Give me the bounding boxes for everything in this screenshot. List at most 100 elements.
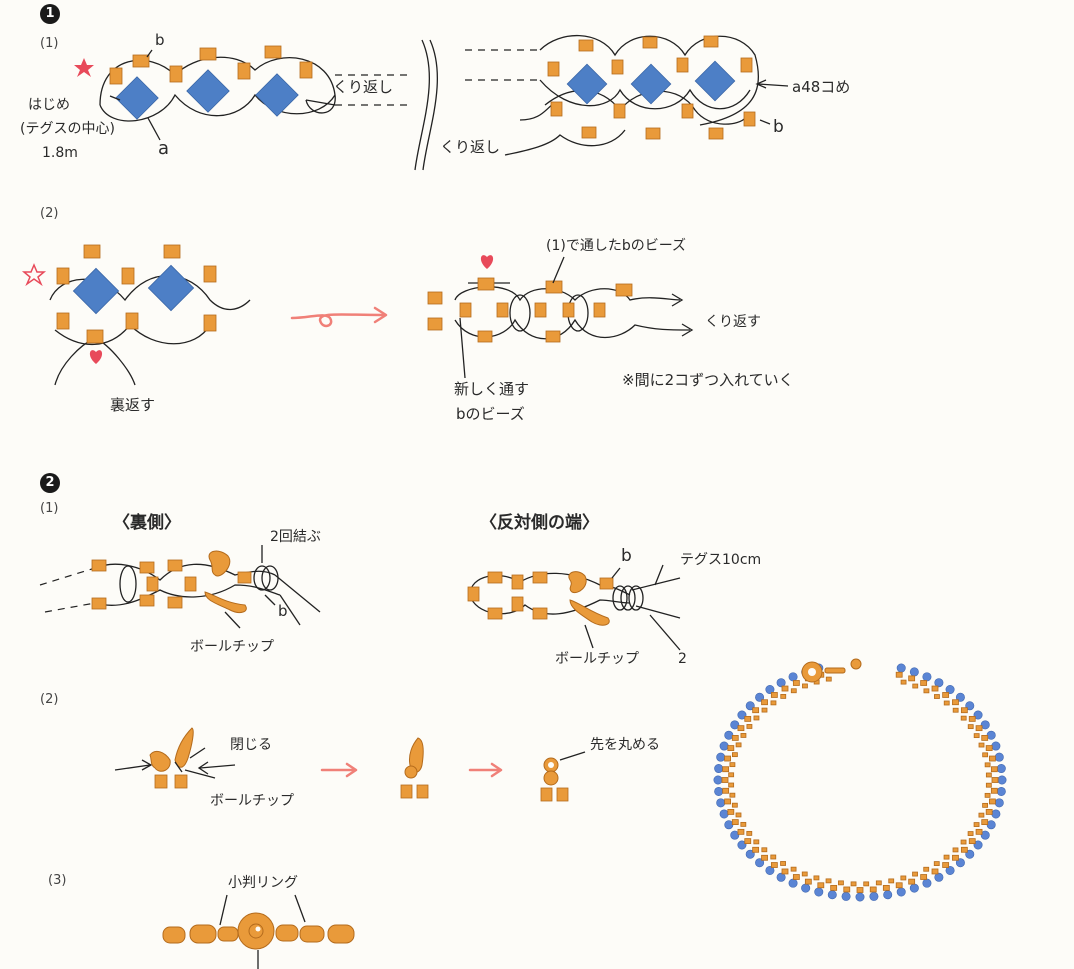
bracelet-orange-bead <box>729 762 736 768</box>
label-b-right: b <box>773 117 784 137</box>
bracelet-blue-bead <box>945 685 955 695</box>
bracelet-orange-bead <box>934 694 940 699</box>
bracelet-orange-bead <box>856 887 864 893</box>
bracelet-blue-bead <box>973 840 983 850</box>
bracelet-orange-bead <box>968 715 976 722</box>
step2-1-right-diagram <box>467 564 681 651</box>
bracelet-orange-bead <box>978 812 985 818</box>
label-ballchip-left: ボールチップ <box>190 639 274 655</box>
bracelet-blue-bead <box>841 891 851 901</box>
bracelet-orange-bead <box>801 871 808 877</box>
bracelet-orange-bead <box>737 725 745 732</box>
bracelet-orange-bead <box>830 884 838 891</box>
bracelet-orange-bead <box>990 787 998 794</box>
bracelet-blue-bead <box>765 865 775 875</box>
label-new-b-1: 新しく通す <box>454 380 530 398</box>
bracelet-orange-bead <box>975 828 983 835</box>
bracelet-orange-bead <box>731 735 739 741</box>
bracelet-blue-bead <box>719 741 729 751</box>
label-flip: 裏返す <box>110 396 156 414</box>
bracelet-orange-bead <box>744 838 752 845</box>
bracelet-orange-bead <box>737 828 745 835</box>
bracelet-orange-bead <box>933 861 940 866</box>
bracelet-orange-bead <box>967 724 974 730</box>
label-start: はじめ <box>28 97 70 113</box>
bracelet-blue-bead <box>909 667 919 677</box>
bracelet-orange-bead <box>790 866 797 872</box>
bracelet-orange-bead <box>985 782 992 788</box>
label-b-left: b <box>278 602 288 620</box>
bracelet-orange-bead <box>943 854 950 860</box>
step2-3-diagram <box>162 894 355 969</box>
bracelet-orange-bead <box>731 752 738 758</box>
bracelet-orange-bead <box>813 875 820 881</box>
bracelet-orange-bead <box>731 819 739 825</box>
bracelet-orange-bead <box>931 868 939 875</box>
bracelet-orange-bead <box>990 766 998 773</box>
bracelet-orange-bead <box>895 671 903 678</box>
bracelet-orange-bead <box>731 802 738 808</box>
bracelet-blue-bead <box>765 685 775 695</box>
bracelet-blue-bead <box>801 883 811 893</box>
star-mark <box>74 58 94 77</box>
bracelet-orange-bead <box>982 802 989 808</box>
bracelet-blue-bead <box>827 890 837 900</box>
bracelet-blue-bead <box>909 883 919 893</box>
bracelet-orange-bead <box>975 725 983 732</box>
bracelet-orange-bead <box>888 878 895 884</box>
bracelet-orange-bead <box>735 812 742 818</box>
bracelet-blue-bead <box>991 809 1001 819</box>
bracelet-orange-bead <box>895 882 903 889</box>
bracelet-blue-bead <box>986 730 996 740</box>
bracelet-orange-bead <box>952 707 959 713</box>
bracelet-blue-bead <box>986 820 996 830</box>
bracelet-blue-bead <box>776 872 786 882</box>
step1-1-left-diagram <box>74 45 410 141</box>
bracelet-blue-bead <box>934 872 944 882</box>
bracelet-orange-bead <box>882 884 890 891</box>
bracelet-blue-bead <box>934 678 944 688</box>
label-round-tip: 先を丸める <box>590 737 660 753</box>
bracelet-blue-bead <box>945 865 955 875</box>
label-tie-twice: 2回結ぶ <box>270 529 321 545</box>
label-repeat-left: くり返し <box>440 138 501 156</box>
bracelet-orange-bead <box>985 809 993 815</box>
bracelet-clasp-hole <box>808 668 816 676</box>
bracelet-orange-bead <box>912 871 918 877</box>
bracelet-orange-bead <box>989 798 996 805</box>
label-tegusu: テグス10cm <box>680 552 762 568</box>
bracelet-orange-bead <box>740 821 747 827</box>
label-a48: a48コめ <box>792 78 851 96</box>
bracelet-blue-bead <box>896 887 906 897</box>
label-other-end: 〈反対側の端〉 <box>480 513 599 533</box>
bracelet-orange-bead <box>989 755 996 762</box>
bracelet-orange-bead <box>790 688 797 694</box>
bracelet-orange-bead <box>746 724 753 729</box>
bracelet-orange-bead <box>978 742 985 748</box>
bracelet-blue-bead <box>730 830 740 840</box>
bracelet-orange-bead <box>802 683 808 689</box>
bracelet-orange-bead <box>753 839 760 845</box>
bracelet-orange-bead <box>780 694 787 699</box>
step1-1-number: (1) <box>40 36 59 51</box>
bracelet-orange-bead <box>960 846 968 853</box>
bracelet-orange-bead <box>981 735 989 741</box>
bracelet-orange-bead <box>804 878 812 885</box>
bracelet-blue-bead <box>716 752 726 762</box>
bracelet-blue-bead <box>730 720 740 730</box>
label-start-sub: (テグスの中心) <box>20 121 115 137</box>
label-repeat-right: くり返し <box>333 78 394 96</box>
bracelet-blue-bead <box>996 786 1006 796</box>
bracelet-orange-bead <box>761 854 768 861</box>
bracelet-blue-bead <box>922 878 932 888</box>
bracelet-orange-bead <box>838 880 844 886</box>
bracelet-blue-bead <box>814 887 824 897</box>
bracelet-orange-bead <box>952 699 959 706</box>
bracelet-orange-bead <box>931 685 939 692</box>
step2-1-number: (1) <box>40 501 59 516</box>
bracelet-orange-bead <box>923 688 930 694</box>
bracelet-blue-bead <box>737 710 747 720</box>
bracelet-orange-bead <box>722 766 730 773</box>
bracelet-orange-bead <box>985 772 992 778</box>
